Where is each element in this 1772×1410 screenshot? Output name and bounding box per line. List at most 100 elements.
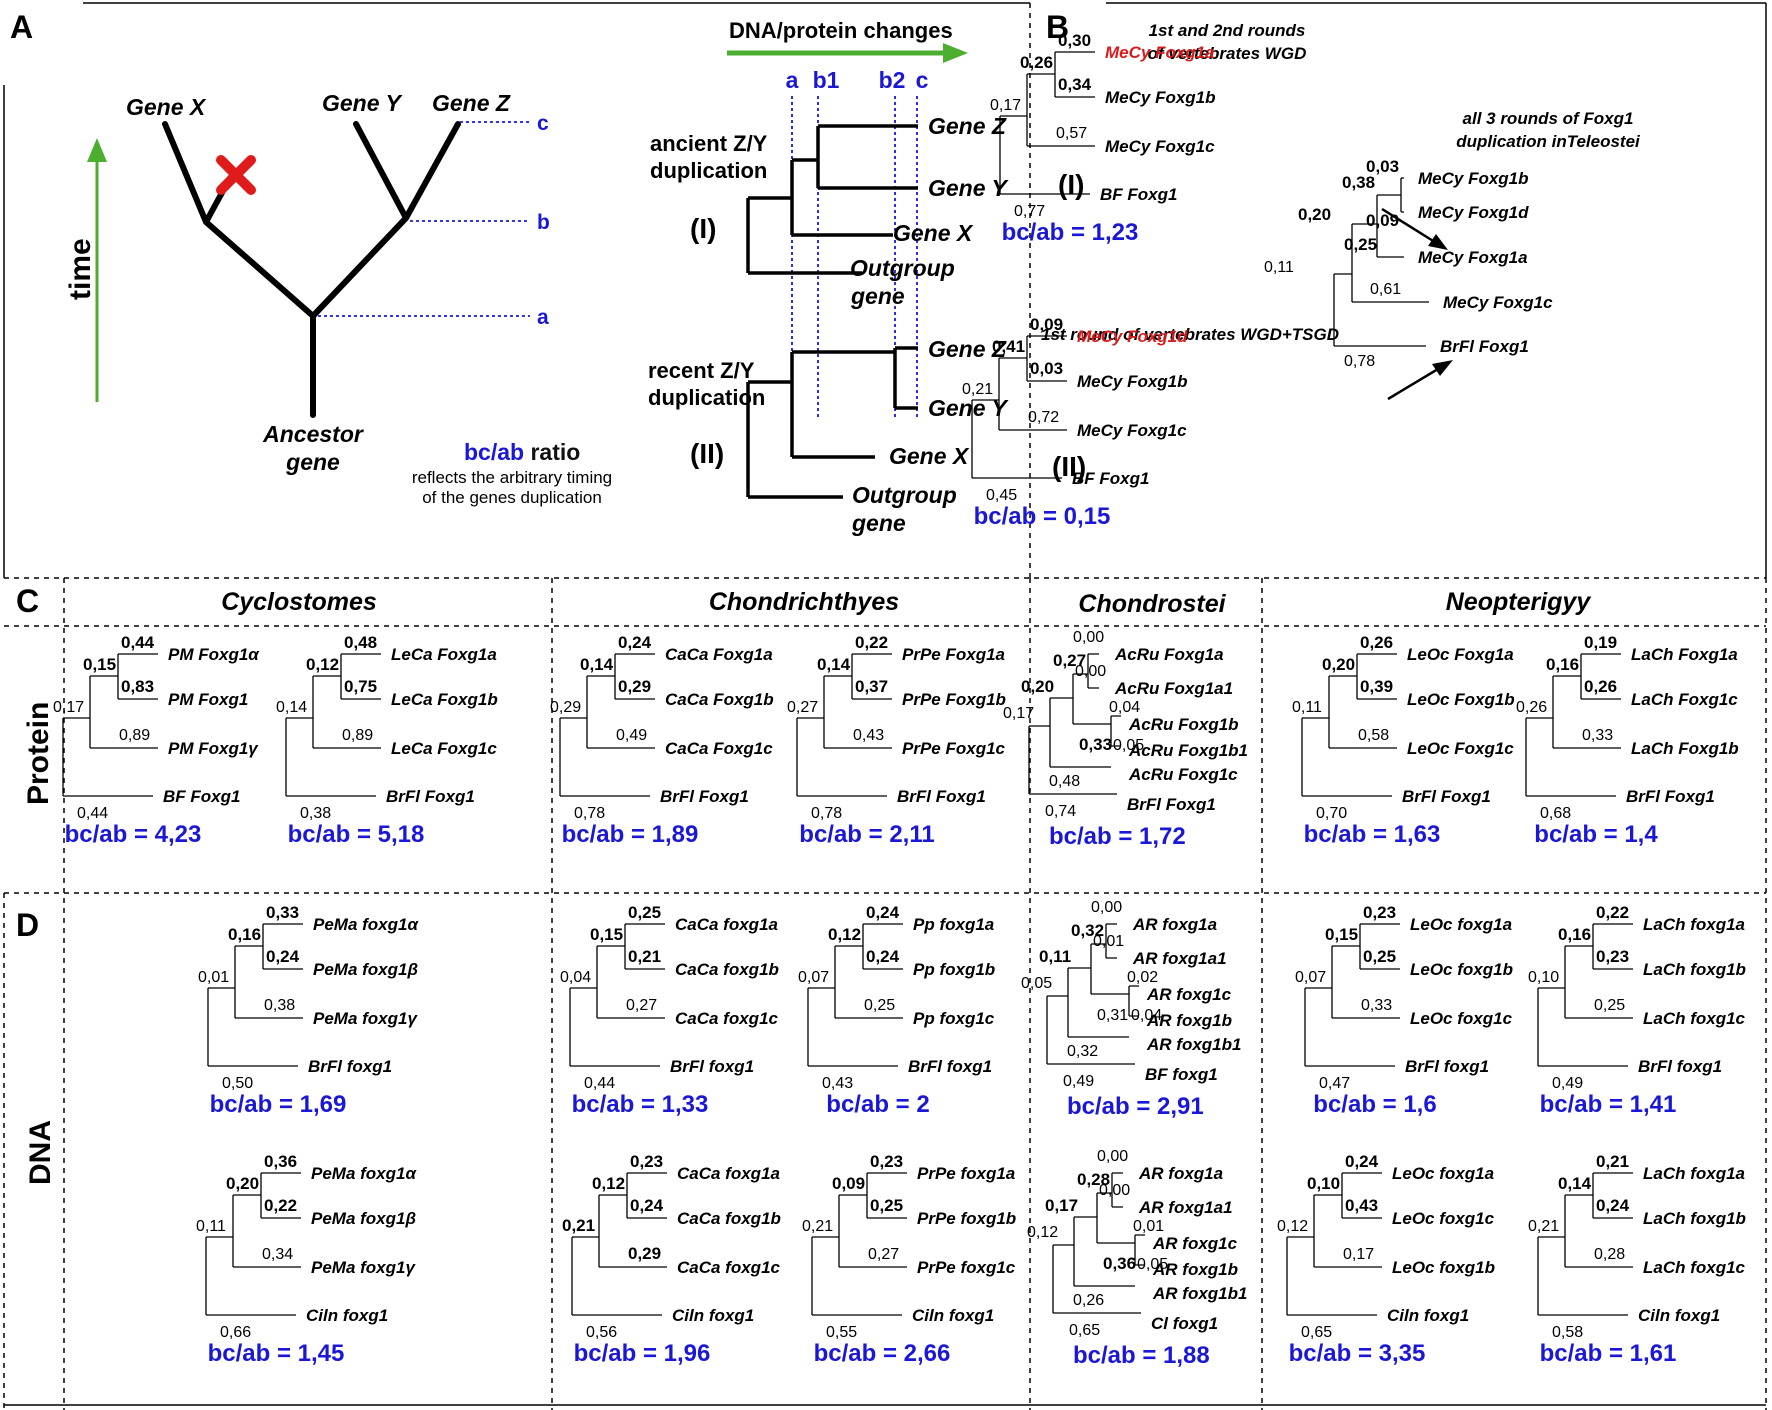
recent-label: recent Z/Y: [648, 358, 755, 383]
branch-length: 0,14: [1558, 1174, 1592, 1193]
branch-length: 0,29: [628, 1244, 661, 1263]
tip-label: BrFl Foxg1: [1127, 795, 1216, 814]
bc-ab-ratio: bc/ab = 2,66: [814, 1340, 951, 1367]
branch-length: 0,56: [586, 1324, 617, 1341]
branch-length: 0,15: [83, 655, 116, 674]
tip-label: Pp foxg1c: [913, 1009, 995, 1028]
b-title-1b: of vertebrates WGD: [1148, 44, 1307, 63]
tip-label: LaCh foxg1b: [1643, 960, 1746, 979]
tip-label: Ciln foxg1: [306, 1306, 388, 1325]
tree-ii-outgroup: Outgroup: [852, 482, 957, 508]
branch-length: 0,43: [1345, 1196, 1378, 1215]
ratio-key: bc/ab ratio: [464, 439, 580, 465]
branch-length: 0,24: [866, 903, 900, 922]
tip-label: CaCa foxg1c: [675, 1009, 779, 1028]
branch-length: 0,24: [866, 947, 900, 966]
branch-length: 0,38: [300, 805, 331, 822]
branch-length: 0,44: [584, 1075, 615, 1092]
protein-label: Protein: [22, 702, 55, 805]
tip-label: MeCy Foxg1a: [1418, 248, 1528, 267]
branch-length: 0,16: [1546, 655, 1579, 674]
branch-length: 0,27: [626, 997, 657, 1014]
b-title-1: 1st and 2nd rounds: [1149, 21, 1306, 40]
branch-length: 0,31: [1097, 1007, 1128, 1024]
tip-label: AcRu Foxg1b: [1128, 715, 1239, 734]
branch-length: 0,28: [1594, 1246, 1625, 1263]
gene-y-label: Gene Y: [322, 90, 403, 116]
bc-ab-ratio: bc/ab = 1,45: [208, 1340, 345, 1367]
branch-length: 0,25: [1344, 235, 1377, 254]
time-label: time: [64, 238, 97, 300]
branch-length: 0,10: [1528, 969, 1559, 986]
branch-length: 0,10: [1307, 1174, 1340, 1193]
branch-length: 0,43: [822, 1075, 853, 1092]
branch-length: 0,20: [226, 1174, 259, 1193]
tip-label: LeOc Foxg1b: [1407, 690, 1515, 709]
branch-length: 0,83: [121, 677, 154, 696]
tip-label: LeCa Foxg1c: [391, 739, 497, 758]
branch-length: 0,36: [1103, 1254, 1136, 1273]
tip-label: AR foxg1a1: [1132, 949, 1227, 968]
bc-ab-ratio: bc/ab = 1,63: [1304, 821, 1441, 848]
tip-label: BrFl Foxg1: [897, 787, 986, 806]
tip-label: CaCa Foxg1b: [665, 690, 774, 709]
branch-length: 0,19: [1584, 633, 1617, 652]
tip-label: LaCh Foxg1c: [1631, 690, 1738, 709]
tip-label: Ciln foxg1: [1387, 1306, 1469, 1325]
branch-length: 0,24: [1345, 1152, 1379, 1171]
tree-ii-gene-z: Gene Z: [928, 336, 1007, 362]
branch-length: 0,38: [264, 997, 295, 1014]
branch-length: 0,09: [1366, 211, 1399, 230]
panel-label-d: D: [16, 907, 39, 943]
branch-length: 0,78: [574, 805, 605, 822]
panel-label-c: C: [16, 583, 39, 619]
branch-length: 0,23: [1363, 903, 1396, 922]
col-b1: b1: [813, 67, 840, 93]
bc-ab-ratio: bc/ab = 2: [826, 1091, 929, 1118]
panel-frame: [3, 2, 1767, 1410]
branch-length: 0,33: [1361, 997, 1392, 1014]
tree-ii-gene-x: Gene X: [889, 443, 970, 469]
tip-label: Ciln foxg1: [1638, 1306, 1720, 1325]
tip-label: PeMa foxg1γ: [313, 1009, 418, 1028]
tip-label: LeOc foxg1c: [1410, 1009, 1513, 1028]
branch-length: 0,55: [826, 1324, 857, 1341]
tip-label: LeCa Foxg1a: [391, 645, 497, 664]
tip-label: LeOc foxg1a: [1392, 1164, 1494, 1183]
branch-length: 0,27: [868, 1246, 899, 1263]
branch-length: 0,05: [1113, 737, 1144, 754]
branch-length: 0,26: [1073, 1292, 1104, 1309]
branch-length: 0,05: [1137, 1256, 1168, 1273]
tip-label: PrPe Foxg1b: [902, 690, 1006, 709]
branch-length: 0,11: [1039, 947, 1071, 966]
tip-label: LaCh foxg1b: [1643, 1209, 1746, 1228]
branch-length: 0,09: [832, 1174, 865, 1193]
tip-label: MeCy Foxg1b: [1077, 372, 1188, 391]
branch-length: 0,65: [1069, 1322, 1100, 1339]
branch-length: 0,11: [196, 1218, 226, 1235]
tree-i-gene-z: Gene Z: [928, 113, 1007, 139]
bc-ab-ratio: bc/ab = 1,61: [1540, 1340, 1677, 1367]
tip-label: PeMa foxg1β: [313, 960, 418, 979]
b-title-3b: duplication inTeleostei: [1456, 132, 1641, 151]
tip-label: PrPe Foxg1a: [902, 645, 1005, 664]
time-arrow-icon: [87, 138, 107, 162]
branch-length: 0,24: [266, 947, 300, 966]
tip-label: AR foxg1b1: [1152, 1284, 1247, 1303]
branch-length: 0,68: [1540, 805, 1571, 822]
tip-label: LeOc Foxg1a: [1407, 645, 1514, 664]
bc-ab-ratio: bc/ab = 1,96: [574, 1340, 711, 1367]
tip-label: AcRu Foxg1c: [1128, 765, 1238, 784]
branch-length: 0,21: [1596, 1152, 1629, 1171]
branch-length: 0,33: [1582, 727, 1613, 744]
tip-label: AcRu Foxg1a: [1114, 645, 1224, 664]
tip-label: LeOc foxg1b: [1410, 960, 1513, 979]
tree-i-gene-x: Gene X: [893, 220, 974, 246]
branch-length: 0,00: [1099, 1182, 1130, 1199]
